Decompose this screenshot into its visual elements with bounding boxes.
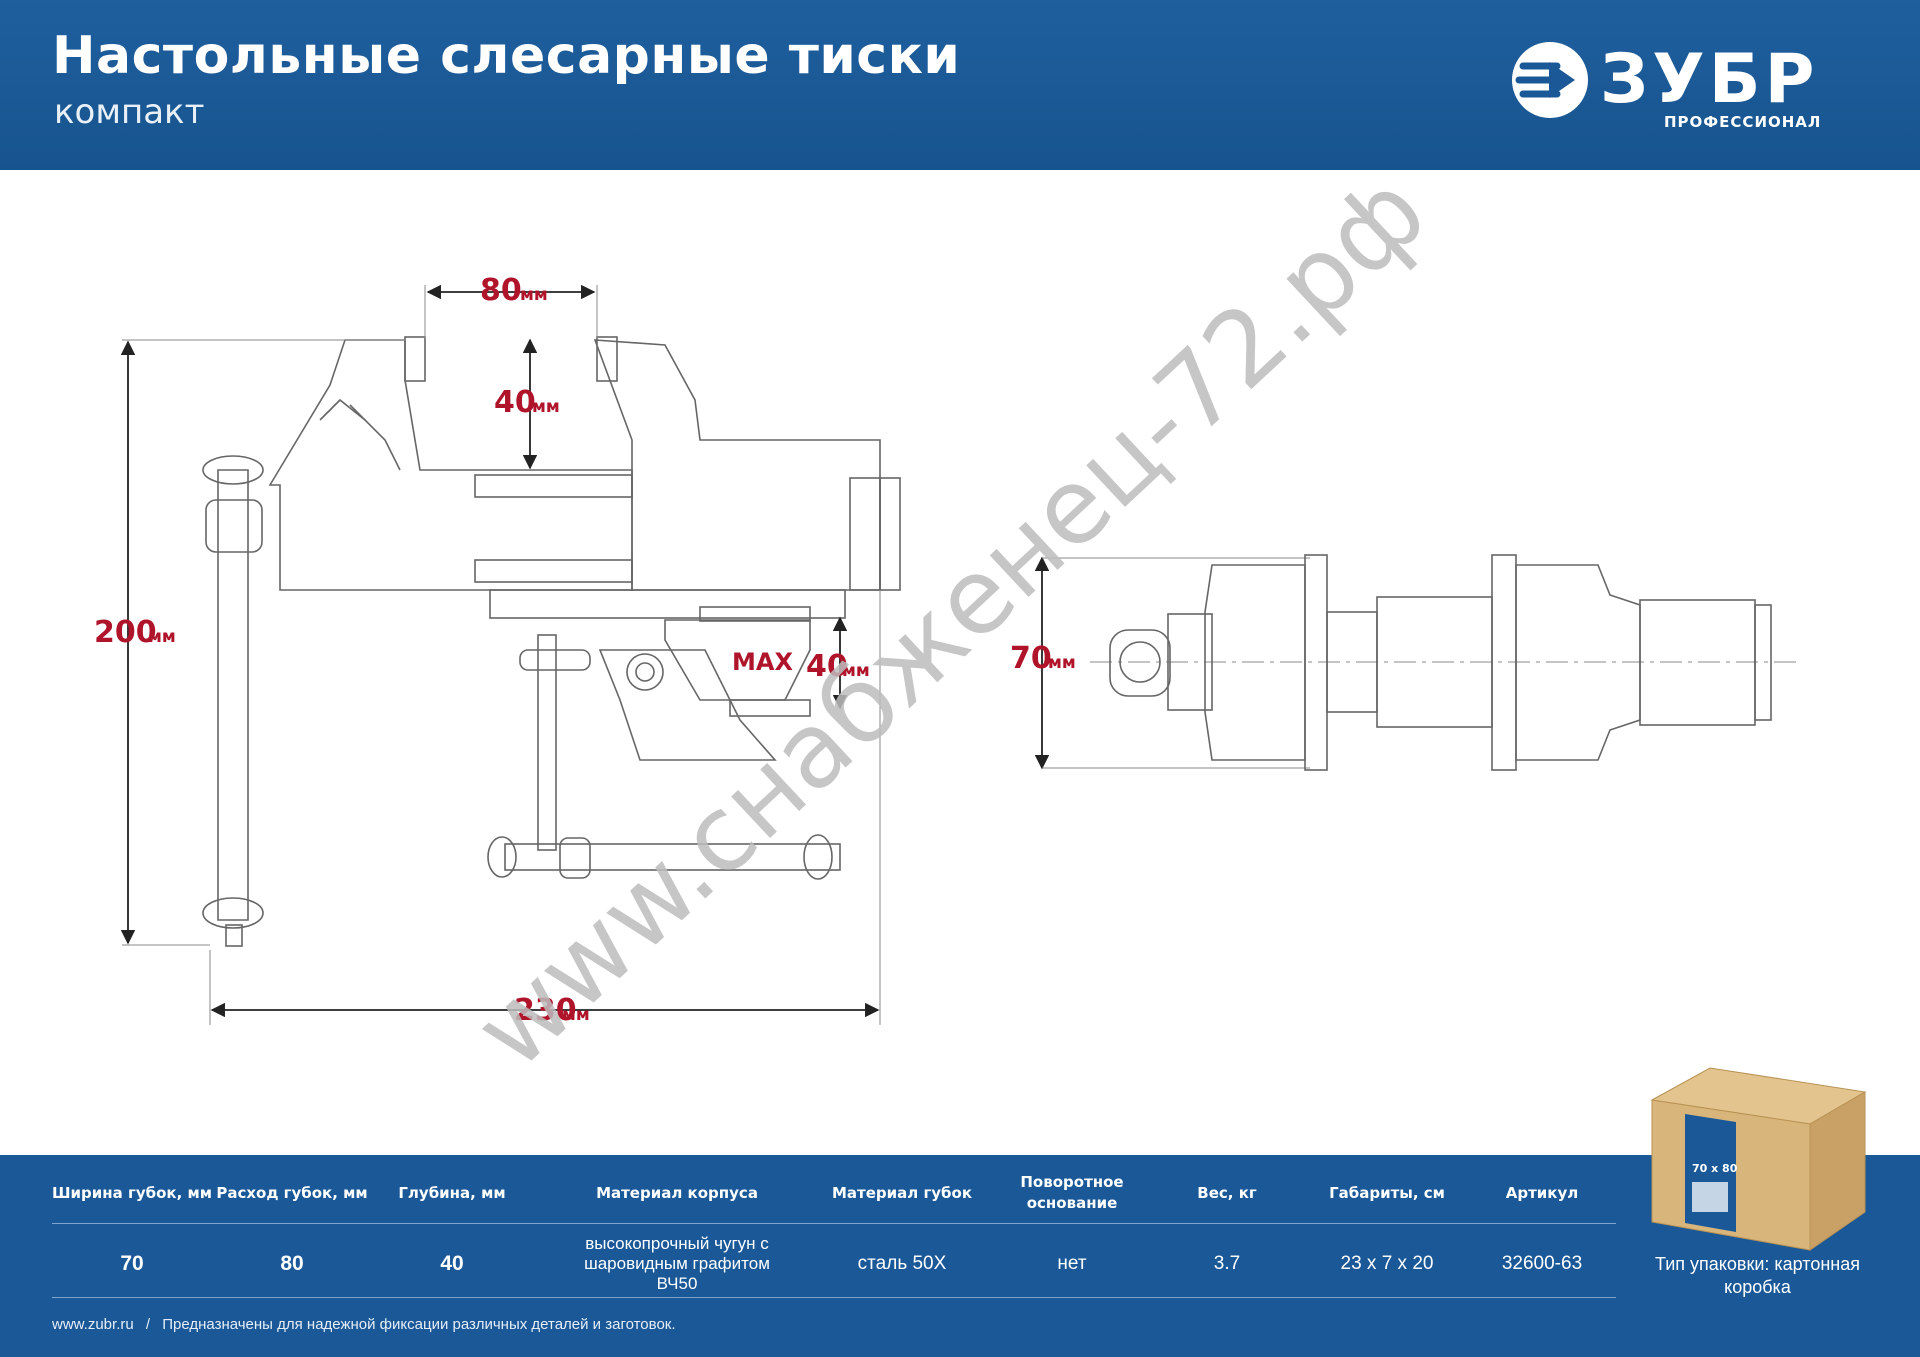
spec-header-row: Ширина губок, мм Расход губок, мм Глубин…	[52, 1163, 1616, 1223]
footer-bar	[0, 1155, 1920, 1357]
movable-jaw-body	[593, 339, 881, 591]
dim-jaw-opening: 80	[480, 273, 522, 308]
brand-logo: ЗУБР	[1512, 40, 1818, 119]
spec-value-depth: 40	[440, 1252, 464, 1275]
dim-unit: мм	[1048, 653, 1076, 673]
dim-height: 200	[94, 615, 157, 650]
top-view-handle	[1109, 629, 1171, 697]
package-box-label: 70 x 80	[1692, 1162, 1738, 1175]
spec-value-body-material: высокопрочный чугун с шаровидным графито…	[584, 1234, 770, 1293]
spec-header-jaw-opening: Расход губок, мм	[216, 1183, 368, 1202]
dim-unit: мм	[532, 397, 560, 417]
dim-unit: мм	[148, 627, 176, 647]
spec-value-jaw-material: сталь 50Х	[857, 1253, 947, 1274]
spec-value-jaw-width: 70	[120, 1252, 144, 1275]
spec-value-article: 32600-63	[1501, 1253, 1583, 1274]
dim-clamp-max-label: MAX	[732, 648, 793, 676]
spec-value-weight: 3.7	[1213, 1253, 1241, 1274]
dim-length: 230	[514, 993, 577, 1028]
clamp-rod	[537, 634, 557, 851]
footer-description: Предназначены для надежной фиксации разл…	[162, 1316, 676, 1333]
handle-bar	[217, 469, 249, 921]
spec-header-weight: Вес, кг	[1197, 1183, 1257, 1202]
footer-separator: /	[145, 1316, 151, 1333]
technical-drawing: 80 мм 40 мм 200 мм 230 мм MAX 40 мм 70 м…	[94, 273, 1800, 1028]
page-subtitle: компакт	[54, 92, 205, 132]
spec-header-swivel-base: Поворотное основание	[1020, 1173, 1124, 1212]
dim-width: 70	[1010, 641, 1052, 676]
footer-note: www.zubr.ru / Предназначены для надежной…	[52, 1316, 676, 1333]
handle-knob-top	[202, 455, 264, 485]
spec-header-jaw-width: Ширина губок, мм	[52, 1183, 213, 1202]
spec-divider	[52, 1223, 1616, 1224]
spec-header-depth: Глубина, мм	[398, 1183, 506, 1202]
spec-value-swivel-base: нет	[1057, 1253, 1087, 1274]
fixed-jaw-body	[268, 339, 633, 591]
package-image: 70 x 80	[1650, 1067, 1867, 1251]
spec-divider	[52, 1297, 1616, 1298]
brand-name: ЗУБР	[1600, 40, 1818, 119]
footer-site: www.zubr.ru	[52, 1316, 134, 1333]
header-bar: Настольные слесарные тиски компакт ЗУБР …	[0, 0, 1920, 170]
spec-header-article: Артикул	[1505, 1183, 1579, 1202]
dim-jaw-depth: 40	[494, 385, 536, 420]
spec-header-dimensions: Габариты, см	[1329, 1183, 1445, 1202]
spec-value-dimensions: 23 x 7 x 20	[1340, 1253, 1434, 1274]
spec-header-jaw-material: Материал губок	[831, 1183, 973, 1202]
package-caption: Тип упаковки: картонная коробка	[1655, 1254, 1860, 1297]
handle-knob-bottom	[202, 897, 264, 929]
spec-value-row: 70 80 40 высокопрочный чугун с шаровидны…	[52, 1225, 1616, 1303]
page-title: Настольные слесарные тиски	[52, 26, 961, 86]
dim-unit: мм	[520, 285, 548, 305]
screw-pivot	[626, 653, 664, 691]
dim-clamp-max: 40	[806, 649, 848, 684]
spec-value-jaw-opening: 80	[280, 1252, 304, 1275]
dim-unit: мм	[842, 661, 870, 681]
dim-unit: мм	[562, 1005, 590, 1025]
spec-header-body-material: Материал корпуса	[596, 1183, 758, 1202]
brand-tagline: ПРОФЕССИОНАЛ	[1664, 113, 1822, 131]
